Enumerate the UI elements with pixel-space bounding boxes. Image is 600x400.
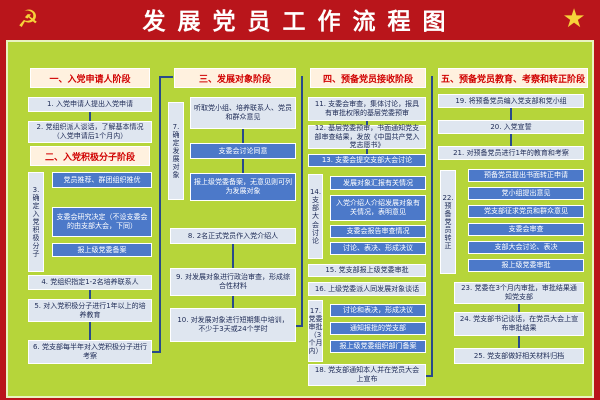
step-18: 18. 党支部通知本人并在党员大会上宣布	[308, 364, 426, 386]
step-3-sub-1: 党员推荐、群团组织推优	[52, 172, 152, 188]
connector-col4-down	[518, 304, 520, 312]
connector-col2-to-col3	[301, 76, 303, 327]
connector-col4-down	[518, 336, 520, 348]
step-24: 24. 党支部书记谈话，在党员大会上宣布审批结果	[454, 312, 584, 336]
step-16: 16. 上级党委派人同发展对象谈话	[308, 282, 426, 296]
step-14-sub-4: 讨论、表决、形成决议	[330, 242, 426, 255]
connector-col3-down	[366, 121, 368, 125]
step-19: 19. 将预备党员编入党支部和党小组	[438, 94, 584, 108]
step-13: 13. 支委会提交支部大会讨论	[308, 154, 426, 167]
step-17-label: 17.党委审批（3个月内）	[308, 300, 323, 362]
step-14-sub-2: 入党介绍人介绍发展对象有关情况，表明意见	[330, 195, 426, 221]
connector-col3-to-col4	[431, 76, 433, 377]
step-22-sub-3: 党支部征求党员和群众意见	[468, 205, 584, 218]
step-17-sub-1: 讨论和表决，形成决议	[330, 304, 426, 317]
connector-col4-down	[510, 134, 512, 146]
step-22-sub-4: 支委会审查	[468, 223, 584, 236]
stage-header-5: 五、预备党员教育、考察和转正阶段	[438, 68, 588, 88]
step-7-sub-2: 支委会讨论同意	[190, 143, 296, 159]
flowchart-board: 一、入党申请人阶段 1. 入党申请人提出入党申请 2. 党组织派人谈话，了解基本…	[6, 40, 594, 398]
connector-col2-to-col3	[296, 325, 302, 327]
step-25: 25. 党支部做好相关材料归档	[454, 348, 584, 364]
connector-col2-down	[232, 244, 234, 268]
connector-col2-down	[232, 296, 234, 308]
stage-header-3: 三、发展对象阶段	[174, 68, 296, 88]
stage-header-2: 二、入党积极分子阶段	[30, 146, 150, 166]
step-6: 6. 党支部每半年对入党积极分子进行考察	[28, 340, 152, 364]
step-22-sub-2: 党小组提出意见	[468, 187, 584, 200]
step-11: 11. 支委会审查，集体讨论，报具有审批权限的基层党委预审	[308, 97, 426, 121]
step-4: 4. 党组织指定1-2名培养联系人	[28, 275, 152, 290]
connector-col2-down	[242, 129, 244, 143]
step-17-sub-2: 通知报批的党支部	[330, 322, 426, 335]
star-icon: ★	[562, 4, 586, 34]
stage-header-1: 一、入党申请人阶段	[30, 68, 150, 88]
step-7-sub-1: 听取党小组、培养联系人、党员和群众意见	[190, 97, 296, 129]
step-3-sub-2: 支委会研究决定（不设支委会的由支部大会，下同）	[52, 207, 152, 237]
step-3-sub-3: 报上级党委备案	[52, 243, 152, 257]
step-21: 21. 对预备党员进行1年的教育和考察	[438, 146, 584, 160]
connector-col1-down	[89, 112, 91, 121]
connector-col1-down	[89, 322, 91, 340]
connector-col1-down	[89, 290, 91, 299]
connector-col4-down	[510, 108, 512, 120]
step-20: 20. 入党宣誓	[438, 120, 584, 134]
party-emblem-icon: ☭	[17, 5, 39, 33]
step-22-sub-6: 报上级党委审批	[468, 259, 584, 272]
step-22-sub-5: 支部大会讨论、表决	[468, 241, 584, 254]
step-22-sub-1: 预备党员提出书面转正申请	[468, 169, 584, 182]
step-23: 23. 党委在3个月内审批，审批结果通知党支部	[454, 282, 584, 304]
connector-col3-to-col4	[426, 375, 432, 377]
step-14-label: 14.支部大会讨论	[308, 174, 323, 259]
step-12: 12. 基层党委预审，书面通知党支部审查结果，发放《中国共产党入党志愿书》	[308, 124, 426, 149]
stage-header-4: 四、预备党员接收阶段	[310, 68, 426, 88]
page-title: 发展党员工作流程图	[142, 8, 458, 35]
step-17-sub-3: 报上级党委组织部门备案	[330, 340, 426, 353]
step-14-sub-1: 发展对象汇报有关情况	[330, 176, 426, 190]
step-7-sub-3: 报上级党委备案，无意见则可列为发展对象	[190, 173, 296, 201]
step-1: 1. 入党申请人提出入党申请	[28, 97, 152, 112]
step-8: 8. 2名正式党员作入党介绍人	[170, 228, 296, 244]
step-14-sub-3: 支委会报告审查情况	[330, 225, 426, 238]
step-5: 5. 对入党积极分子进行1年以上的培养教育	[28, 299, 152, 322]
connector-col1-to-col2	[159, 76, 161, 353]
step-3-label: 3.确定入党积极分子	[28, 172, 44, 272]
step-7-label: 7.确定发展对象	[168, 102, 184, 200]
step-10: 10. 对发展对象进行短期集中培训，不少于3天或24个学时	[170, 308, 296, 342]
connector-col2-down	[242, 159, 244, 173]
step-22-label: 22.预备党员转正	[440, 170, 456, 274]
connector-col1-to-col2	[152, 351, 160, 353]
step-15: 15. 党支部报上级党委审批	[308, 264, 426, 277]
connector-col3-down	[366, 149, 368, 154]
step-9: 9. 对发展对象进行政治审查，形成综合性材料	[170, 268, 296, 296]
step-2: 2. 党组织派人谈话，了解基本情况（入党申请后1个月内）	[28, 121, 152, 143]
connector-col1-to-col2	[159, 76, 173, 78]
